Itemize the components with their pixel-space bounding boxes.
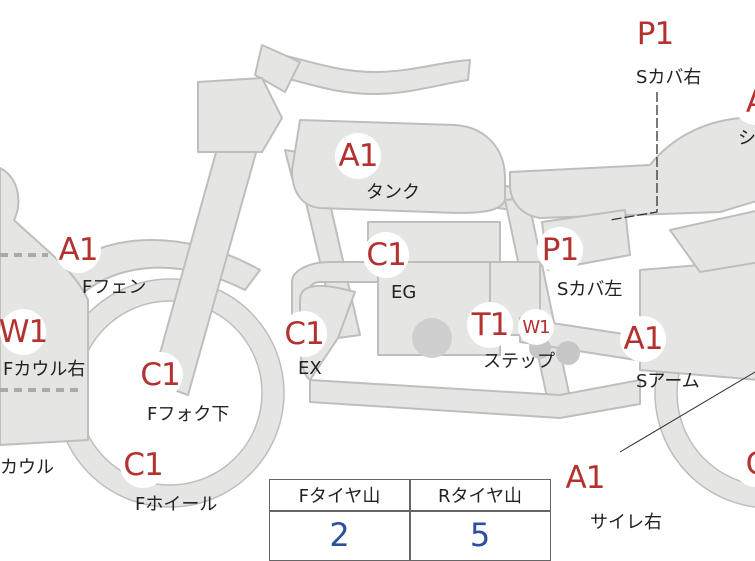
f-cowl-right-code: W1: [0, 309, 48, 355]
tank-label: タンク: [366, 182, 420, 203]
rear-tread-value: 5: [469, 516, 491, 554]
step-code-secondary: W1: [518, 309, 554, 345]
f-wheel-label: Fホイール: [135, 494, 218, 515]
s-arm-label: Sアーム: [636, 371, 700, 392]
cowl-label: カウル: [0, 457, 54, 478]
step-code: T1: [467, 302, 513, 348]
s-cover-left-code: P1: [537, 227, 583, 273]
front-tread-header: Fタイヤ山: [298, 486, 381, 507]
seat-code: A: [733, 79, 755, 125]
table-divider: [409, 480, 411, 560]
f-cowl-right-label: Fカウル右: [3, 359, 86, 380]
ex-label: EX: [298, 358, 322, 379]
leader-s-cover: [609, 92, 658, 221]
eg-label: EG: [391, 282, 417, 303]
handlebar: [259, 51, 471, 95]
front-cowl: [0, 167, 89, 446]
f-wheel-code: C1: [120, 442, 166, 488]
leader-silencer: [619, 371, 755, 453]
seat: [509, 117, 755, 219]
step-label: ステップ: [483, 351, 555, 372]
rear-edge-code: C: [733, 441, 755, 487]
rear-tread-header: Rタイヤ山: [438, 486, 522, 507]
f-fender-code: A1: [55, 227, 101, 273]
s-cover-left-label: Sカバ左: [557, 279, 623, 300]
s-cover-right-label: Sカバ右: [636, 67, 702, 88]
front-tread-value: 2: [329, 516, 350, 554]
seat-label: シ: [738, 128, 755, 149]
f-fork-under-code: C1: [137, 352, 183, 398]
tire-tread-table: Fタイヤ山 Rタイヤ山 2 5: [269, 479, 551, 561]
f-fender-label: Fフェン: [82, 277, 147, 298]
silencer-right-code: A1: [562, 455, 608, 501]
rear-wheel: [655, 278, 755, 508]
headlight: [197, 77, 283, 153]
ex-code: C1: [281, 311, 327, 357]
silencer-right-label: サイレ右: [590, 512, 662, 533]
tank-code: A1: [335, 133, 381, 179]
eg-code: C1: [363, 232, 409, 278]
f-fork-under-label: Fフォク下: [147, 404, 230, 425]
s-arm-code: A1: [620, 316, 666, 362]
s-cover-right-code: P1: [632, 11, 678, 57]
